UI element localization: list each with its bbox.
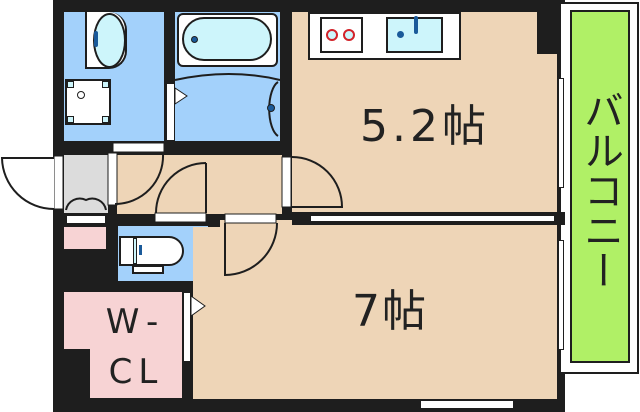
- western-room-lower: [193, 227, 557, 399]
- burner-icon: [343, 29, 355, 41]
- kitchen-sink: [386, 16, 443, 53]
- faucet-icon: [94, 31, 98, 47]
- burner-icon: [326, 29, 338, 41]
- gas-stove: [320, 17, 363, 53]
- balcony: バルコニー: [570, 10, 630, 363]
- window-bottom: [420, 400, 514, 409]
- window-lower: [558, 240, 564, 350]
- washbasin-bowl: [93, 13, 126, 68]
- balcony-label: バルコニー: [577, 90, 623, 290]
- bathroom-door: [166, 83, 175, 141]
- closet-label-line2: CL: [108, 352, 164, 392]
- window-upper: [558, 78, 564, 188]
- entrance: [64, 155, 108, 213]
- room-size-label-lower: 7帖: [352, 286, 428, 337]
- drain-icon: [191, 36, 198, 43]
- closet-label-line1: W-: [105, 302, 167, 342]
- western-room-lower-ext: [220, 220, 557, 230]
- sink-drain-icon: [397, 31, 404, 38]
- toilet-seat-base: [132, 265, 164, 274]
- sink-faucet-icon: [414, 16, 418, 34]
- kitchen-wall-corner: [537, 0, 561, 54]
- room-size-label-upper: 5.2帖: [360, 101, 490, 152]
- washing-machine: [65, 79, 111, 125]
- closet-door: [183, 292, 191, 362]
- shoe-cabinet: [66, 215, 106, 224]
- closet-wall-notch: [64, 349, 90, 398]
- sliding-door: [310, 215, 555, 222]
- entrance-storage: [64, 227, 106, 249]
- hallway: [117, 155, 282, 214]
- toilet-tank: [133, 238, 137, 264]
